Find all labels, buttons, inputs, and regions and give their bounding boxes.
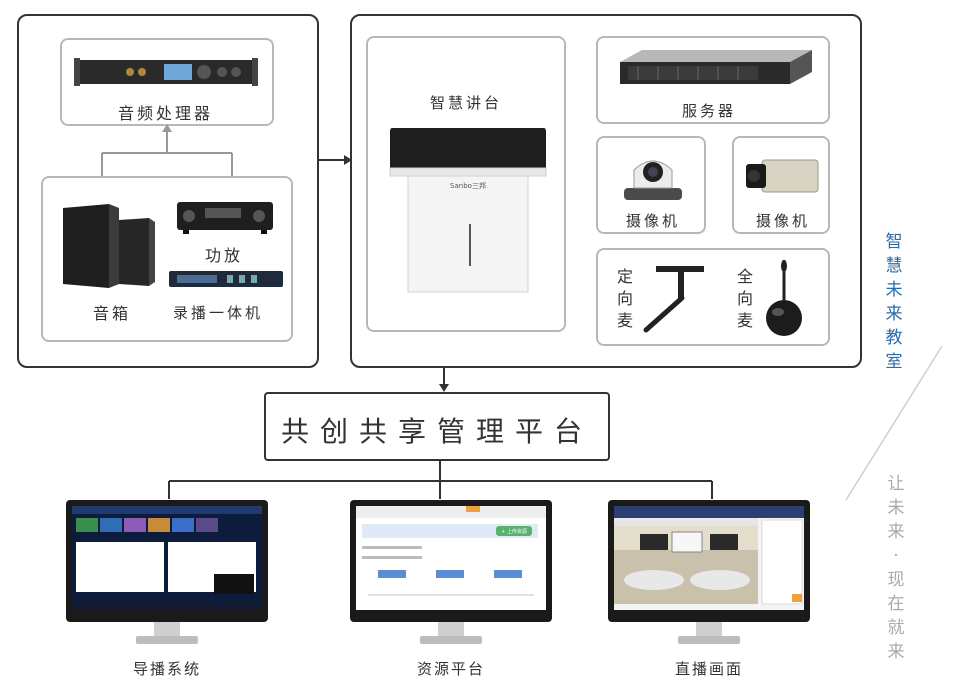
fixed-mic-char-3: 麦 <box>616 311 633 330</box>
camera-card-1: 摄像机 <box>596 136 706 234</box>
podium-brand: Sanbo三邦 <box>450 181 486 190</box>
amplifier-icon <box>177 202 273 234</box>
podium-label: 智慧讲台 <box>430 94 503 112</box>
resource-upload-btn: + 上传资源 <box>501 528 527 535</box>
platform-box: 共创共享管理平台 <box>264 392 610 461</box>
omni-mic-icon <box>766 260 802 336</box>
monitor-live <box>608 500 810 644</box>
ptz-camera-icon <box>624 160 682 200</box>
side-gray-char: · <box>893 546 899 566</box>
server-card: 服务器 <box>596 36 830 124</box>
monitor-director <box>66 500 268 644</box>
speaker-label: 音箱 <box>93 304 132 323</box>
side-gray-char: 来 <box>887 642 905 662</box>
side-blue-char: 慧 <box>885 256 903 276</box>
side-gray-char: 在 <box>887 594 905 614</box>
monitor-resource-label: 资源平台 <box>416 660 485 678</box>
side-gray-char: 现 <box>887 570 905 590</box>
monitor-director-label: 导播系统 <box>132 660 201 678</box>
audio-devices-card: 音箱 功放 录播一体机 <box>41 176 293 342</box>
box-camera-icon <box>746 159 819 193</box>
microphones-card: 定 向 麦 全 向 麦 <box>596 248 830 346</box>
side-gray-char: 未 <box>887 498 905 518</box>
platform-title: 共创共享管理平台 <box>280 415 593 448</box>
audio-processor-label: 音频处理器 <box>118 104 214 123</box>
monitor-resource: + 上传资源 <box>350 500 552 644</box>
side-blue-char: 未 <box>885 280 903 300</box>
omni-mic-char-3: 麦 <box>736 311 753 330</box>
side-blue-char: 来 <box>885 304 903 324</box>
omni-mic-char-1: 全 <box>736 267 753 286</box>
fixed-mic-char-1: 定 <box>616 267 633 286</box>
camera-card-2: 摄像机 <box>732 136 830 234</box>
side-gray-char: 让 <box>887 474 905 494</box>
server-icon <box>620 50 812 84</box>
recorder-icon <box>169 271 283 287</box>
audio-processor-card: 音频处理器 <box>60 38 274 126</box>
speaker-icon <box>63 204 155 288</box>
side-blue-char: 室 <box>885 352 903 372</box>
fixed-mic-char-2: 向 <box>616 289 633 308</box>
camera-1-label: 摄像机 <box>626 212 681 230</box>
omni-mic-char-2: 向 <box>736 289 753 308</box>
server-label: 服务器 <box>682 102 737 120</box>
podium-icon: Sanbo三邦 <box>389 128 547 293</box>
side-gray-char: 来 <box>887 522 905 542</box>
podium-card: 智慧讲台 Sanbo三邦 <box>366 36 566 332</box>
amplifier-label: 功放 <box>205 246 244 265</box>
audio-processor-icon <box>74 58 258 86</box>
monitor-live-label: 直播画面 <box>674 660 743 678</box>
recorder-label: 录播一体机 <box>173 304 264 322</box>
side-blue-char: 教 <box>885 328 903 348</box>
side-gray-char: 就 <box>887 618 905 638</box>
side-blue-char: 智 <box>885 232 903 252</box>
directional-mic-icon <box>643 266 704 333</box>
camera-2-label: 摄像机 <box>756 212 811 230</box>
side-divider-line <box>845 345 943 501</box>
